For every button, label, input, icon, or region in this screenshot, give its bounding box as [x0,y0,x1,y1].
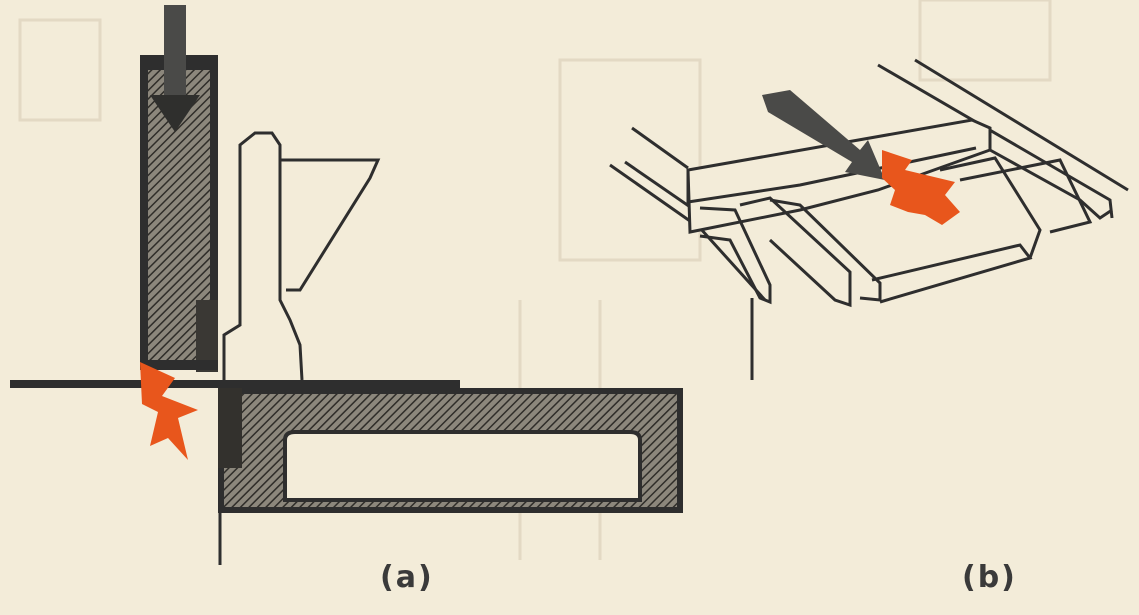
rail-lower [914,58,1129,192]
corrugation-2 [739,196,852,308]
die-block [218,388,683,513]
panel-a-press-brake-section [10,5,683,565]
caption-panel-b: (b) [962,560,1017,595]
corrugation-5 [939,156,1042,259]
panel-b-force-arrow [882,150,960,225]
corrugation-7 [989,148,1113,220]
punch-down-arrow [150,5,200,132]
clamp-holder [222,131,381,381]
corrugation-3 [769,198,882,302]
caption-panel-a: (a) [380,560,434,595]
corrugation-6 [959,158,1093,234]
panel-b-punch-arrow [762,90,885,180]
corrugation-1 [699,206,772,305]
corrugation-4 [871,243,1033,304]
panel-b-corrugated-sheet [609,58,1129,380]
panel-a-force-arrow [140,362,198,460]
sheet-metal-strip [10,380,460,388]
